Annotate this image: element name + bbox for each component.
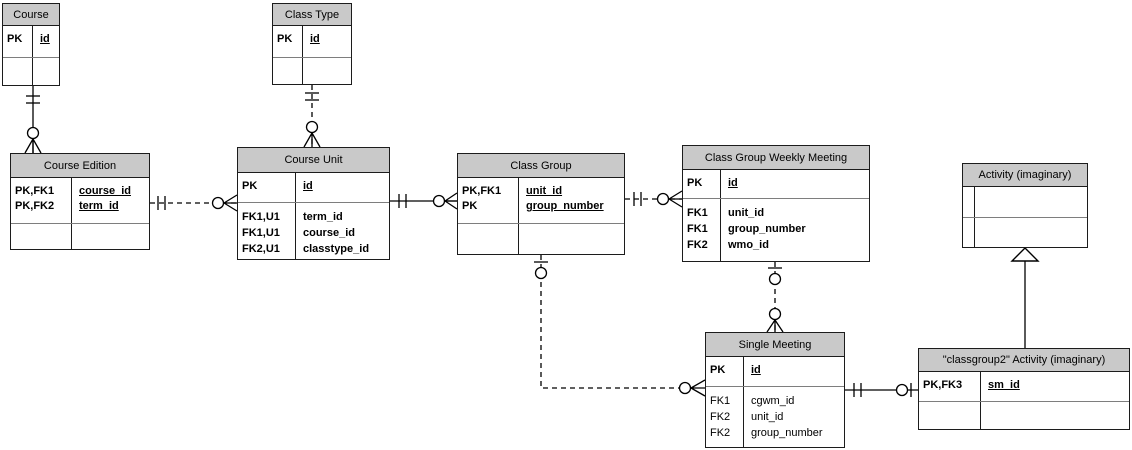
field-name: cgwm_id bbox=[751, 395, 795, 407]
key-label: FK2,U1 bbox=[242, 243, 280, 255]
entity-course-unit: Course Unit PK id FK1,U1 FK1,U1 FK2,U1 t… bbox=[237, 147, 390, 260]
rel-classgroup2-activity-inherits-activity bbox=[1010, 247, 1040, 348]
key-label: PK bbox=[277, 33, 293, 45]
rel-course-edition-to-course-unit bbox=[150, 194, 238, 212]
field-name: group_number bbox=[728, 223, 806, 235]
key-label: PK,FK1 bbox=[462, 185, 502, 197]
key-label: PK,FK3 bbox=[923, 379, 963, 391]
entity-activity-imaginary: Activity (imaginary) bbox=[962, 163, 1088, 248]
key-label: PK bbox=[687, 177, 703, 189]
field-name: term_id bbox=[79, 200, 119, 212]
key-label: FK1,U1 bbox=[242, 227, 280, 239]
field-name: sm_id bbox=[988, 379, 1020, 391]
field-name: id bbox=[310, 33, 320, 45]
key-label: FK1 bbox=[687, 207, 708, 219]
rel-class-group-to-cgwm bbox=[625, 190, 683, 208]
field-name: id bbox=[728, 177, 738, 189]
field-name: wmo_id bbox=[728, 239, 769, 251]
entity-single-meeting-title: Single Meeting bbox=[706, 333, 844, 357]
key-label: PK bbox=[710, 364, 726, 376]
key-label: PK bbox=[462, 200, 478, 212]
field-name: id bbox=[303, 180, 313, 192]
field-name: id bbox=[751, 364, 761, 376]
entity-class-type-title: Class Type bbox=[273, 4, 351, 26]
entity-class-type: Class Type PK id bbox=[272, 3, 352, 85]
rel-class-group-to-single-meeting bbox=[534, 255, 706, 397]
entity-class-group-title: Class Group bbox=[458, 154, 624, 178]
rel-class-type-to-course-unit bbox=[303, 85, 321, 148]
entity-classgroup2-activity-imaginary: "classgroup2" Activity (imaginary) PK,FK… bbox=[918, 348, 1130, 430]
entity-activity-title: Activity (imaginary) bbox=[963, 164, 1087, 187]
field-name: unit_id bbox=[728, 207, 765, 219]
field-name: group_number bbox=[526, 200, 604, 212]
field-name: unit_id bbox=[526, 185, 563, 197]
field-name: id bbox=[40, 33, 50, 45]
key-label: PK,FK2 bbox=[15, 200, 55, 212]
entity-course-edition-title: Course Edition bbox=[11, 154, 149, 178]
key-label: PK bbox=[7, 33, 23, 45]
key-label: PK,FK1 bbox=[15, 185, 55, 197]
field-name: term_id bbox=[303, 211, 343, 223]
entity-course-title: Course bbox=[3, 4, 59, 26]
key-label: FK2 bbox=[687, 239, 708, 251]
rel-cgwm-to-single-meeting bbox=[766, 262, 784, 333]
key-label: FK1 bbox=[687, 223, 708, 235]
rel-single-meeting-to-classgroup2-activity bbox=[845, 383, 918, 397]
key-label: PK bbox=[242, 180, 258, 192]
field-name: group_number bbox=[751, 427, 823, 439]
entity-course-unit-title: Course Unit bbox=[238, 148, 389, 173]
field-name: unit_id bbox=[751, 411, 784, 423]
entity-class-group: Class Group PK,FK1 PK unit_id group_numb… bbox=[457, 153, 625, 255]
key-label: FK1,U1 bbox=[242, 211, 280, 223]
field-name: classtype_id bbox=[303, 243, 370, 255]
entity-classgroup2-activity-title: "classgroup2" Activity (imaginary) bbox=[919, 349, 1129, 372]
rel-course-to-course-edition bbox=[24, 86, 42, 154]
rel-course-unit-to-class-group bbox=[390, 192, 458, 210]
key-label: FK1 bbox=[710, 395, 731, 407]
field-name: course_id bbox=[303, 227, 355, 239]
field-name: course_id bbox=[79, 185, 131, 197]
key-label: FK2 bbox=[710, 411, 731, 423]
key-label: FK2 bbox=[710, 427, 731, 439]
inheritance-triangle-icon bbox=[1010, 247, 1040, 262]
entity-single-meeting: Single Meeting PK id FK1 FK2 FK2 cgwm_id… bbox=[705, 332, 845, 448]
entity-cgwm-title: Class Group Weekly Meeting bbox=[683, 146, 869, 170]
entity-course-edition: Course Edition PK,FK1 PK,FK2 course_id t… bbox=[10, 153, 150, 250]
entity-class-group-weekly-meeting: Class Group Weekly Meeting PK id FK1 FK1… bbox=[682, 145, 870, 262]
entity-course: Course PK id bbox=[2, 3, 60, 86]
